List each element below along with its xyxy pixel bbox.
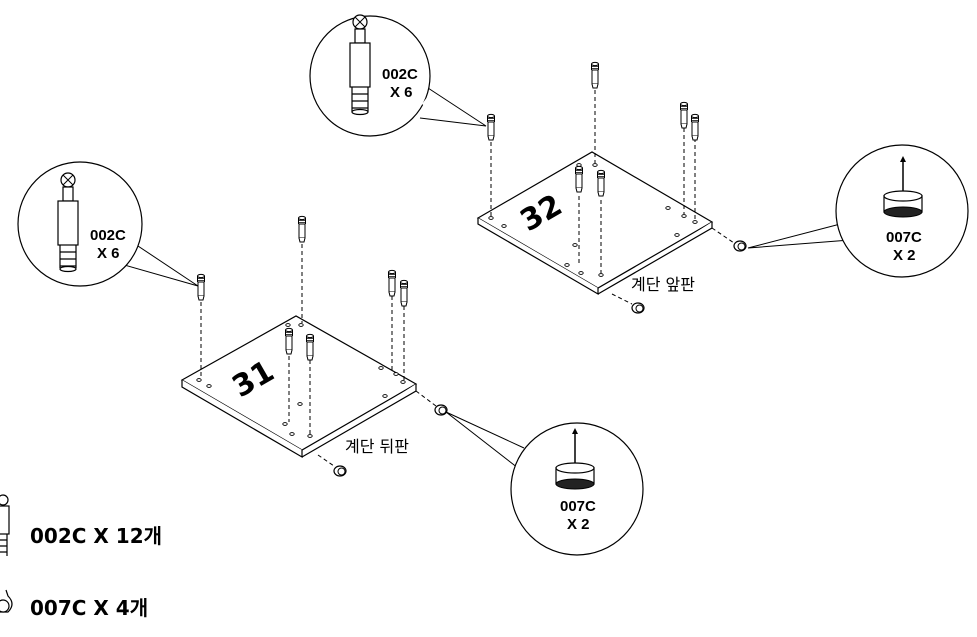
cam-dowel-icon (349, 14, 371, 116)
callout-007c-lower: 007C X 2 (445, 411, 644, 556)
legend-002c: 002C X 12개 (30, 524, 162, 548)
callout-part-1: 002C (382, 66, 418, 83)
callout-qty-1: X 6 (390, 84, 413, 101)
callout-002c-upper: 002C X 6 (309, 14, 487, 137)
callout-007c-upper: 007C X 2 (747, 144, 969, 278)
cam-dowel-icon (57, 172, 79, 273)
panel-31-pins (200, 244, 405, 434)
leveler-foot-icon (0, 589, 13, 613)
callout-qty-3: X 2 (893, 247, 916, 264)
panel-label-32: 계단 앞판 (631, 275, 695, 294)
callout-part-3: 007C (886, 229, 922, 246)
leveler-foot-icon (883, 156, 923, 218)
panel-32-feet (611, 227, 747, 314)
panel-31-feet (317, 390, 448, 477)
callout-part-4: 007C (560, 498, 596, 515)
callout-qty-2: X 6 (97, 245, 120, 262)
panel-32: 32 계단 앞판 (476, 151, 714, 296)
callout-002c-lower: 002C X 6 (17, 161, 199, 287)
panel-31: 31 계단 뒤판 (180, 315, 418, 459)
callout-qty-4: X 2 (567, 516, 590, 533)
legend-007c: 007C X 4개 (30, 596, 148, 620)
panel-32-pins (490, 90, 696, 273)
leveler-foot-icon (555, 428, 595, 490)
legend: 002C X 12개 007C X 4개 (0, 494, 162, 620)
callout-part-2: 002C (90, 227, 126, 244)
cam-dowel-icon (0, 494, 10, 556)
panel-label-31: 계단 뒤판 (345, 437, 409, 456)
